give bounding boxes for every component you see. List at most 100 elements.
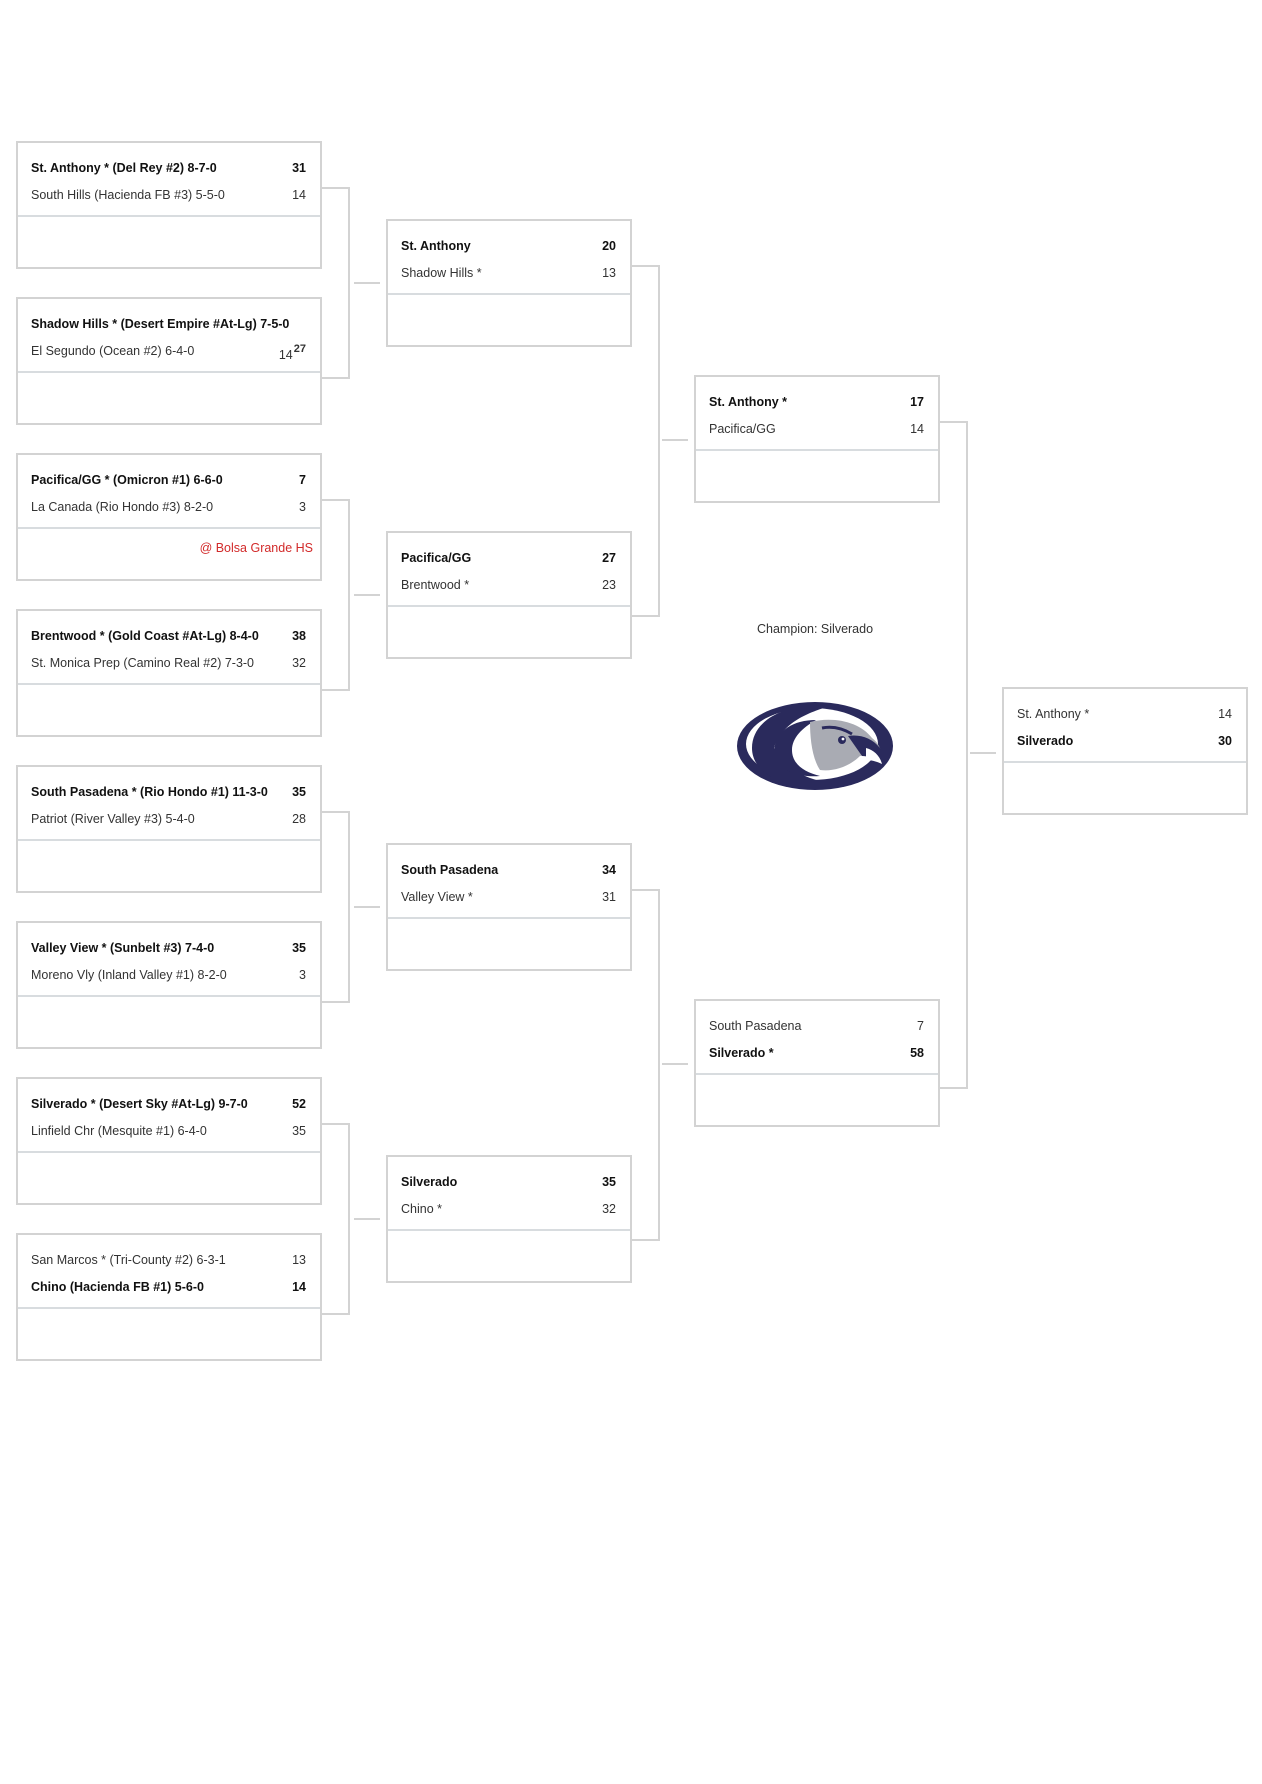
venue-note: @ Bolsa Grande HS	[199, 541, 313, 555]
matchup-teams: San Marcos * (Tri-County #2) 6-3-1 13 Chi…	[18, 1235, 320, 1309]
team-row[interactable]: Shadow Hills *13	[388, 260, 630, 287]
bracket-connector	[632, 265, 660, 617]
team-name: St. Monica Prep (Camino Real #2) 7-3-0	[31, 656, 255, 670]
team-score: 3	[299, 500, 306, 514]
bracket-connector	[322, 1123, 350, 1315]
team-row[interactable]: St. Monica Prep (Camino Real #2) 7-3-0 32	[18, 650, 320, 677]
team-score: 35	[292, 941, 306, 955]
team-score: 27	[602, 551, 616, 565]
team-name: St. Anthony *	[1017, 707, 1090, 721]
team-score: 14	[292, 1280, 306, 1294]
bracket-connector-stub	[354, 282, 380, 284]
team-score: 52	[292, 1097, 306, 1111]
matchup-teams: Silverado 35 Chino *32	[388, 1157, 630, 1231]
team-name: South Pasadena * (Rio Hondo #1) 11-3-0	[31, 785, 268, 799]
bracket-connector-stub	[662, 1063, 688, 1065]
team-name: San Marcos * (Tri-County #2) 6-3-1	[31, 1253, 226, 1267]
round1-matchup: Shadow Hills * (Desert Empire #At-Lg) 7-…	[16, 297, 322, 425]
team-score: 13	[292, 1253, 306, 1267]
round1-matchup: St. Anthony * (Del Rey #2) 8-7-0 31 South…	[16, 141, 322, 269]
team-name: Chino (Hacienda FB #1) 5-6-0	[31, 1280, 204, 1294]
team-name: Patriot (River Valley #3) 5-4-0	[31, 812, 195, 826]
team-name: Silverado	[401, 1175, 458, 1189]
bracket-connector-stub	[662, 439, 688, 441]
team-name: Linfield Chr (Mesquite #1) 6-4-0	[31, 1124, 207, 1138]
team-name: St. Anthony * (Del Rey #2) 8-7-0	[31, 161, 217, 175]
score-correction: 27	[293, 343, 306, 355]
team-row[interactable]: St. Anthony *17	[696, 389, 938, 416]
team-name: Brentwood *	[401, 578, 470, 592]
team-row[interactable]: San Marcos * (Tri-County #2) 6-3-1 13	[18, 1247, 320, 1274]
team-name: Pacifica/GG	[709, 422, 776, 436]
team-score: 1427	[279, 338, 306, 369]
team-score: 32	[602, 1202, 616, 1216]
team-name: Silverado	[1017, 734, 1074, 748]
round1-matchup: San Marcos * (Tri-County #2) 6-3-1 13 Chi…	[16, 1233, 322, 1361]
bracket-connector-stub	[354, 1218, 380, 1220]
bracket-connector	[940, 421, 968, 1089]
team-row[interactable]: Shadow Hills * (Desert Empire #At-Lg) 7-…	[18, 311, 320, 338]
team-score: 35	[292, 1124, 306, 1138]
matchup-teams: St. Anthony * (Del Rey #2) 8-7-0 31 South…	[18, 143, 320, 217]
team-name: Brentwood * (Gold Coast #At-Lg) 8-4-0	[31, 629, 259, 643]
team-name: Pacifica/GG	[401, 551, 472, 565]
team-row[interactable]: St. Anthony * (Del Rey #2) 8-7-0 31	[18, 155, 320, 182]
team-row[interactable]: Valley View * 31	[388, 884, 630, 911]
team-score: 14	[292, 188, 306, 202]
bracket-connector	[322, 811, 350, 1003]
team-score: 20	[602, 239, 616, 253]
bracket-connector	[322, 499, 350, 691]
team-score: 32	[292, 656, 306, 670]
champion-label: Champion: Silverado	[757, 622, 874, 636]
team-score: 31	[602, 890, 616, 904]
team-score: 35	[602, 1175, 616, 1189]
team-row[interactable]: Chino *32	[388, 1196, 630, 1223]
team-row[interactable]: Silverado 35	[388, 1169, 630, 1196]
team-name: Valley View *	[401, 890, 473, 904]
round1-matchup: Valley View * (Sunbelt #3) 7-4-0 35 Moren…	[16, 921, 322, 1049]
team-row[interactable]: Linfield Chr (Mesquite #1) 6-4-0 35	[18, 1118, 320, 1145]
team-row[interactable]: Brentwood *23	[388, 572, 630, 599]
eagle-mascot-logo-icon	[737, 702, 893, 790]
team-name: El Segundo (Ocean #2) 6-4-0	[31, 344, 195, 358]
bracket-connector	[632, 889, 660, 1241]
team-name: Valley View * (Sunbelt #3) 7-4-0	[31, 941, 215, 955]
team-score: 3	[299, 968, 306, 982]
team-score: 34	[602, 863, 616, 877]
team-row[interactable]: Silverado *58	[696, 1040, 938, 1067]
team-score: 31	[292, 161, 306, 175]
team-row[interactable]: St. Anthony * 14	[1004, 701, 1246, 728]
team-row[interactable]: Chino (Hacienda FB #1) 5-6-0 14	[18, 1274, 320, 1301]
team-score: 14	[1218, 707, 1232, 721]
team-name: St. Anthony *	[709, 395, 788, 409]
team-row[interactable]: Valley View * (Sunbelt #3) 7-4-0 35	[18, 935, 320, 962]
team-row[interactable]: Pacifica/GG 27	[388, 545, 630, 572]
